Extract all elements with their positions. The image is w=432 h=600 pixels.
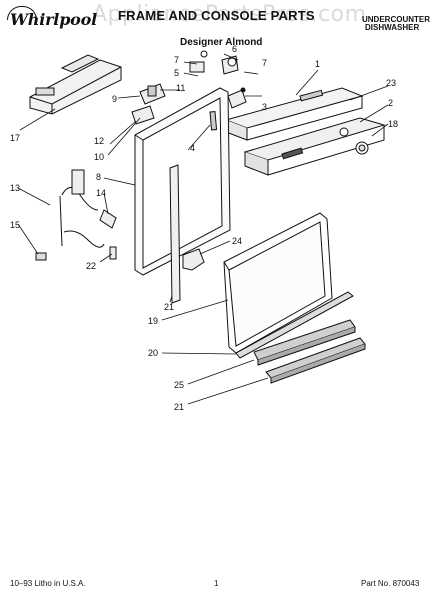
callout-22: 22: [86, 261, 96, 271]
footer-litho: 10–93 Litho in U.S.A.: [10, 579, 86, 588]
color-variant: Designer Almond: [180, 37, 263, 48]
wire-harness: [35, 169, 117, 261]
part-22-bracket: [109, 246, 117, 260]
watermark: AppliancePartsPros.com: [92, 2, 367, 27]
callout-18: 19: [148, 316, 158, 326]
callout-16: 17: [10, 133, 20, 143]
part-24-clip: [182, 248, 205, 271]
callout-14: 14: [96, 188, 106, 198]
callout-20: 21: [174, 402, 184, 412]
callout-4: 4: [190, 143, 195, 153]
callout-25: 25: [174, 380, 184, 390]
callout-6: 6: [232, 44, 237, 54]
category-line-2: DISHWASHER: [365, 23, 420, 32]
callout-3: 3: [262, 102, 267, 112]
part-8-door-frame: [134, 87, 231, 276]
callout-8: 8: [96, 172, 101, 182]
callout-10: 10: [94, 152, 104, 162]
callout-19: 20: [148, 348, 158, 358]
callout-13: 13: [10, 183, 20, 193]
callout-15: 15: [10, 220, 20, 230]
callout-5: 5: [174, 68, 179, 78]
callout-2: 2: [388, 98, 393, 108]
part-25-strip: [253, 319, 356, 366]
part-16-control-box: [29, 54, 122, 115]
callout-1: 1: [315, 59, 320, 69]
callout-21: 21: [164, 302, 174, 312]
part-1-console: [224, 87, 364, 141]
part-20-strip: [265, 337, 366, 384]
hardware-parts: [131, 50, 247, 125]
page-title: FRAME AND CONSOLE PARTS: [118, 8, 315, 23]
callout-7b: 7: [262, 58, 267, 68]
part-21-gasket: [169, 164, 181, 304]
callout-12: 12: [94, 136, 104, 146]
callout-17: 18: [388, 119, 398, 129]
callout-11: 11: [176, 83, 185, 93]
callout-23: 23: [386, 78, 396, 88]
footer-page-number: 1: [214, 579, 219, 588]
callout-7a: 7: [174, 55, 179, 65]
callout-24: 24: [232, 236, 242, 246]
part-2-console-panel: [243, 117, 386, 176]
part-17-knob: [355, 141, 369, 155]
footer-part-number: Part No. 870043: [361, 579, 420, 588]
category-line-1: UNDERCOUNTER: [362, 15, 430, 24]
part-18-door-panel: [223, 212, 333, 354]
part-19-trim: [235, 291, 354, 359]
brand-logo: Whirlpool: [7, 6, 97, 29]
callout-9: 9: [112, 94, 117, 104]
